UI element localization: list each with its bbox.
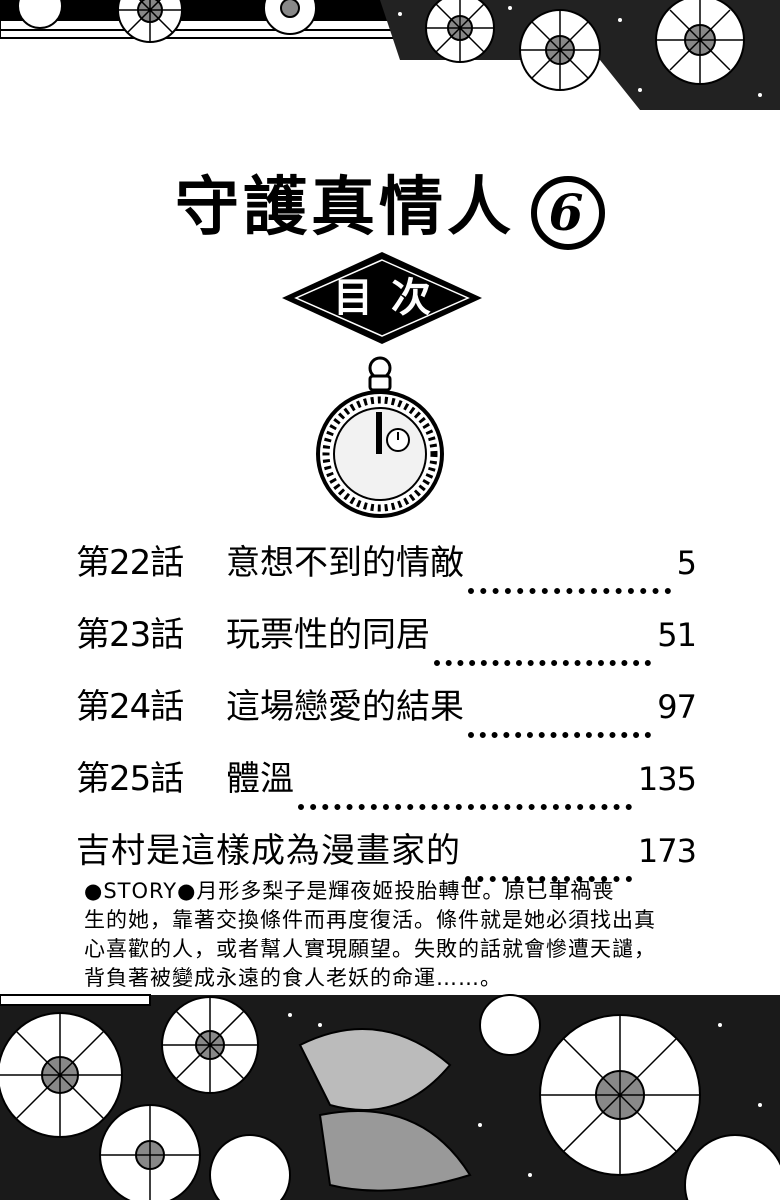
chapter-title: 這場戀愛的結果 [226,687,464,727]
volume-badge: 6 [531,175,605,250]
extra-page: 173 [637,832,697,870]
story-line: 心喜歡的人，或者幫人實現願望。失敗的話就會慘遭天譴， [84,937,656,961]
story-synopsis: ●STORY●月形多梨子是輝夜姬投胎轉世。原已車禍喪 生的她，靠著交換條件而再度… [84,877,704,993]
pocket-watch-icon [316,356,444,518]
chapter-page: 51 [657,616,697,654]
top-flower-border-icon [0,0,780,110]
story-line: ●STORY●月形多梨子是輝夜姬投胎轉世。原已車禍喪 [84,879,615,903]
chapter-number: 第22話 [76,543,184,583]
toc-banner-icon [282,252,482,344]
dot-leader [298,803,632,810]
toc-entry[interactable]: 第22話 意想不到的情敵 5 [76,538,697,610]
chapter-title: 意想不到的情敵 [226,543,464,583]
book-title-text: 守護真情人 [175,170,515,245]
chapter-page: 135 [637,760,697,798]
toc-entry-extra[interactable]: 吉村是這樣成為漫畫家的 173 [76,826,697,898]
chapter-title: 玩票性的同居 [226,615,430,655]
chapter-number: 第23話 [76,615,184,655]
dot-leader [468,731,652,738]
toc-entry[interactable]: 第24話 這場戀愛的結果 97 [76,682,697,754]
dot-leader [465,875,632,882]
toc-entry[interactable]: 第23話 玩票性的同居 51 [76,610,697,682]
dot-leader [468,587,671,594]
chapter-title: 體溫 [226,759,294,799]
bottom-flower-border-icon [0,994,780,1200]
story-line: 生的她，靠著交換條件而再度復活。條件就是她必須找出真 [84,908,656,932]
chapter-number: 第25話 [76,759,184,799]
toc-list: 第22話 意想不到的情敵 5 第23話 玩票性的同居 51 第24話 這場戀愛的… [76,538,697,898]
story-line: 背負著被變成永遠的食人老妖的命運……。 [84,966,502,990]
toc-heading: 目次 [333,275,449,321]
dot-leader [434,659,652,666]
toc-entry[interactable]: 第25話 體溫 135 [76,754,697,826]
chapter-page: 97 [657,688,697,726]
chapter-number: 第24話 [76,687,184,727]
extra-title: 吉村是這樣成為漫畫家的 [76,831,461,871]
chapter-page: 5 [676,544,697,582]
